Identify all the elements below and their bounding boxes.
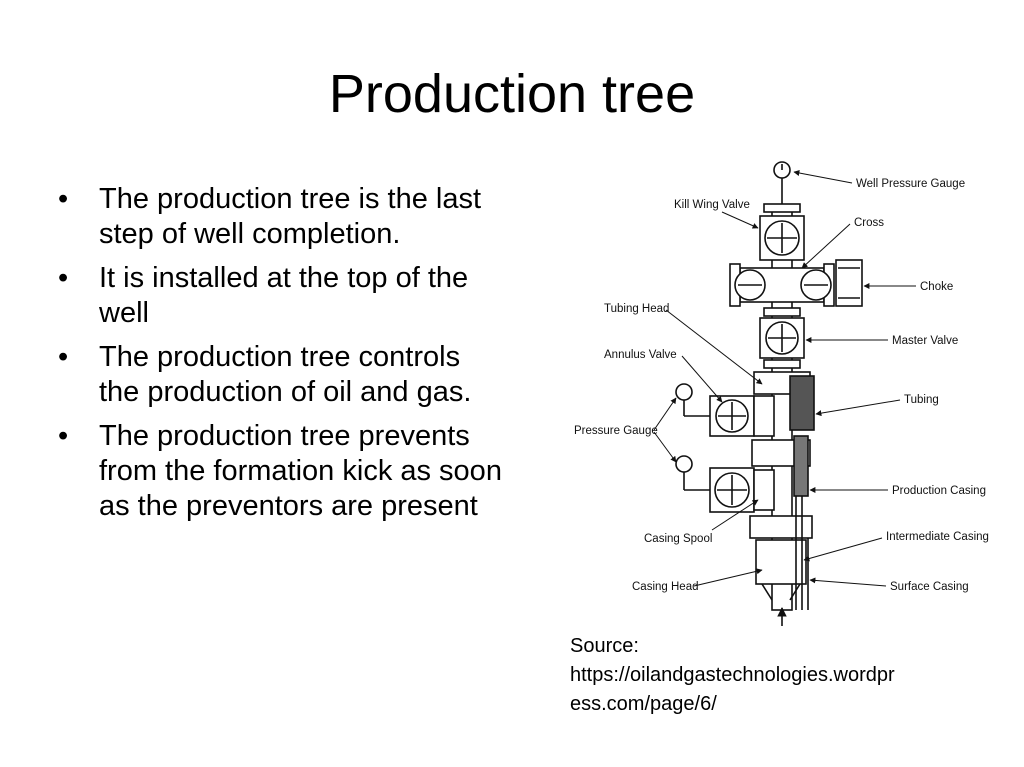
- label-tubing-head: Tubing Head: [604, 303, 669, 315]
- bullet-text: The production tree controls the product…: [99, 341, 472, 408]
- production-tree-diagram: Well Pressure Gauge Kill Wing Valve Cros…: [574, 161, 989, 626]
- label-well-pressure-gauge: Well Pressure Gauge: [856, 178, 965, 190]
- label-master-valve: Master Valve: [892, 335, 958, 347]
- label-annulus-valve: Annulus Valve: [604, 349, 677, 361]
- bullet-dot-icon: •: [58, 420, 69, 452]
- label-casing-spool: Casing Spool: [644, 533, 712, 545]
- label-cross: Cross: [854, 217, 884, 229]
- bullet-dot-icon: •: [58, 262, 69, 294]
- bullet-item: • It is installed at the top of the well: [58, 261, 508, 331]
- label-tubing: Tubing: [904, 394, 939, 406]
- label-pressure-gauge: Pressure Gauge: [574, 425, 658, 437]
- label-kill-wing-valve: Kill Wing Valve: [674, 199, 750, 211]
- label-casing-head: Casing Head: [632, 581, 698, 593]
- bullet-list: • The production tree is the last step of…: [58, 182, 508, 533]
- bullet-text: It is installed at the top of the well: [99, 262, 469, 329]
- slide-title: Production tree: [328, 64, 696, 124]
- bullet-item: • The production tree prevents from the f…: [58, 419, 508, 524]
- bullet-dot-icon: •: [58, 341, 69, 373]
- bullet-item: • The production tree is the last step of…: [58, 182, 508, 252]
- choke-body: [835, 259, 863, 307]
- source-url-line-1: https://oilandgastechnologies.wordpr: [570, 664, 895, 686]
- label-choke: Choke: [920, 281, 953, 293]
- upper-pressure-gauge-icon: [675, 383, 693, 401]
- bullet-text: The production tree is the last step of …: [99, 183, 482, 250]
- lower-pressure-gauge-icon: [675, 455, 693, 473]
- label-surface-casing: Surface Casing: [890, 581, 969, 593]
- label-production-casing: Production Casing: [892, 485, 986, 497]
- leader-lines: [653, 170, 916, 587]
- tree-drawing: [675, 161, 863, 626]
- source-url-line-2: ess.com/page/6/: [570, 693, 717, 715]
- source-citation: Source: https://oilandgastechnologies.wo…: [570, 632, 1010, 719]
- bullet-text: The production tree prevents from the fo…: [99, 420, 502, 522]
- bullet-dot-icon: •: [58, 183, 69, 215]
- label-intermediate-casing: Intermediate Casing: [886, 531, 989, 543]
- source-label: Source:: [570, 635, 639, 657]
- bullet-item: • The production tree controls the produc…: [58, 340, 508, 410]
